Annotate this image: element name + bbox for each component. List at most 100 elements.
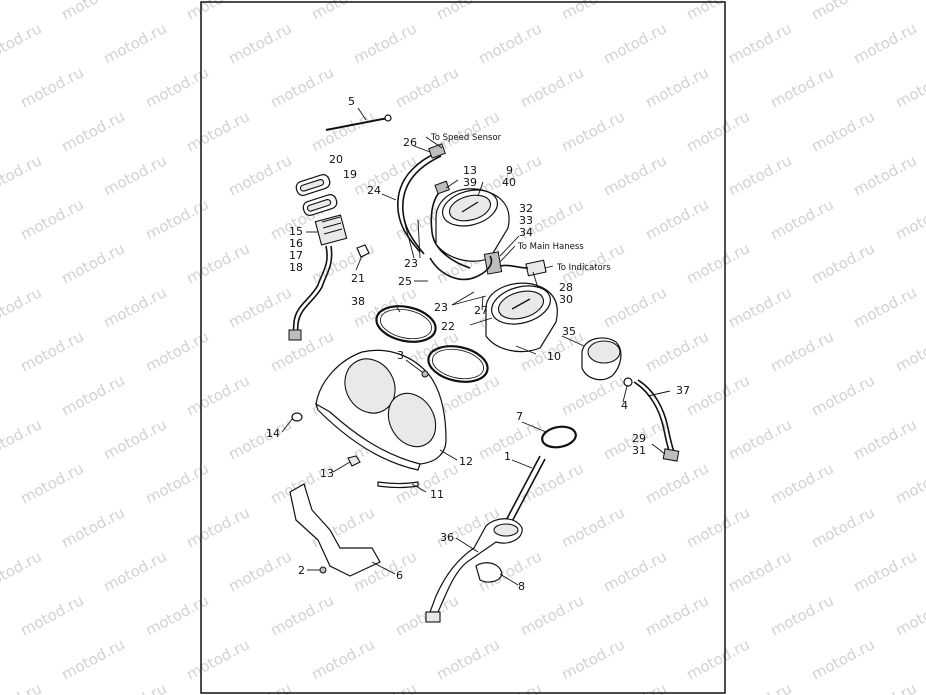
callout-16: 16	[289, 237, 303, 250]
part-37-harness	[633, 379, 680, 462]
watermark-text: motod.ru	[0, 283, 45, 331]
watermark-text: motod.ru	[308, 0, 377, 24]
part-28-30-indicator-plug	[499, 259, 547, 277]
watermark-text: motod.ru	[683, 239, 752, 287]
watermark-text: motod.ru	[58, 371, 127, 419]
note-to-indicators: To Indicators	[556, 263, 611, 273]
callout-13-top: 13	[463, 164, 477, 177]
watermark-text: motod.ru	[0, 19, 45, 67]
watermark-text: motod.ru	[767, 63, 836, 111]
watermark-text: motod.ru	[267, 327, 336, 375]
part-5-rod	[325, 114, 392, 131]
watermark-text: motod.ru	[725, 679, 794, 695]
watermark-text: motod.ru	[600, 283, 669, 331]
part-6-bracket	[289, 483, 381, 577]
watermark-text: motod.ru	[892, 63, 926, 111]
watermark-text: motod.ru	[725, 283, 794, 331]
watermark-text: motod.ru	[683, 0, 752, 24]
watermark-text: motod.ru	[17, 195, 86, 243]
part-9-40-upper-gauge	[435, 188, 510, 262]
watermark-text: motod.ru	[683, 635, 752, 683]
watermark-text: motod.ru	[308, 239, 377, 287]
part-21-clip	[356, 244, 370, 258]
callout-26: 26	[403, 136, 417, 149]
diagram-frame	[200, 1, 726, 694]
watermark-text: motod.ru	[808, 107, 877, 155]
watermark-text: motod.ru	[350, 19, 419, 67]
callout-6: 6	[396, 569, 403, 582]
callout-38: 38	[351, 295, 365, 308]
callout-22: 22	[441, 320, 455, 333]
watermark-text: motod.ru	[0, 635, 3, 683]
watermark-text: motod.ru	[600, 151, 669, 199]
watermark-text: motod.ru	[517, 591, 586, 639]
watermark-text: motod.ru	[58, 0, 127, 24]
callout-9: 9	[506, 164, 513, 177]
watermark-text: motod.ru	[642, 195, 711, 243]
watermark-text: motod.ru	[350, 151, 419, 199]
watermark-text: motod.ru	[183, 635, 252, 683]
watermark-text: motod.ru	[850, 151, 919, 199]
watermark-text: motod.ru	[225, 415, 294, 463]
callout-12: 12	[459, 455, 473, 468]
watermark-text: motod.ru	[100, 679, 169, 695]
callout-36: 36	[440, 531, 454, 544]
watermark-text: motod.ru	[850, 19, 919, 67]
watermark-text: motod.ru	[100, 415, 169, 463]
watermark-text: motod.ru	[183, 107, 252, 155]
watermark-text: motod.ru	[892, 591, 926, 639]
watermark-text: motod.ru	[475, 19, 544, 67]
watermark-text: motod.ru	[58, 107, 127, 155]
watermark-text: motod.ru	[267, 591, 336, 639]
watermark-text: motod.ru	[183, 0, 252, 24]
watermark-text: motod.ru	[17, 459, 86, 507]
watermark-text: motod.ru	[558, 503, 627, 551]
watermark-text: motod.ru	[0, 0, 3, 24]
watermark-text: motod.ru	[767, 327, 836, 375]
watermark-text: motod.ru	[725, 19, 794, 67]
watermark-text: motod.ru	[600, 547, 669, 595]
watermark-text: motod.ru	[725, 415, 794, 463]
watermark-text: motod.ru	[850, 679, 919, 695]
callout-3: 3	[397, 349, 404, 362]
watermark-text: motod.ru	[892, 195, 926, 243]
callout-10: 10	[547, 350, 561, 363]
callout-15: 15	[289, 225, 303, 238]
watermark-text: motod.ru	[892, 327, 926, 375]
callout-24: 24	[367, 184, 381, 197]
part-38-gasket-ring	[375, 305, 437, 343]
watermark-text: motod.ru	[558, 635, 627, 683]
watermark-text: motod.ru	[100, 283, 169, 331]
watermark-text: motod.ru	[100, 547, 169, 595]
watermark-text: motod.ru	[767, 195, 836, 243]
callout-40: 40	[502, 176, 516, 189]
watermark-text: motod.ru	[17, 591, 86, 639]
watermark-text: motod.ru	[308, 107, 377, 155]
watermark-text: motod.ru	[808, 0, 877, 24]
callout-1: 1	[504, 450, 511, 463]
watermark-text: motod.ru	[683, 503, 752, 551]
part-24-26-speed-sensor-harness	[397, 143, 471, 269]
part-12-gauge-housing	[314, 349, 447, 471]
watermark-text: motod.ru	[0, 107, 3, 155]
leader-lines	[281, 107, 671, 586]
callout-19: 19	[343, 168, 357, 181]
callout-28: 28	[559, 281, 573, 294]
watermark-text: motod.ru	[725, 151, 794, 199]
part-11-strip	[377, 481, 419, 489]
part-23-25-cable	[429, 255, 493, 281]
watermark-text: motod.ru	[58, 503, 127, 551]
callout-27: 27	[474, 304, 488, 317]
watermark-text: motod.ru	[808, 239, 877, 287]
watermark-text: motod.ru	[100, 19, 169, 67]
note-to-speed-sensor: To Speed Sensor	[430, 133, 502, 143]
watermark-text: motod.ru	[183, 503, 252, 551]
part-35-small-gauge	[581, 337, 622, 381]
callout-34: 34	[519, 226, 533, 239]
watermark-text: motod.ru	[183, 371, 252, 419]
watermark-text: motod.ru	[558, 107, 627, 155]
watermark-text: motod.ru	[58, 635, 127, 683]
part-7-ring	[541, 425, 577, 449]
watermark-text: motod.ru	[642, 591, 711, 639]
